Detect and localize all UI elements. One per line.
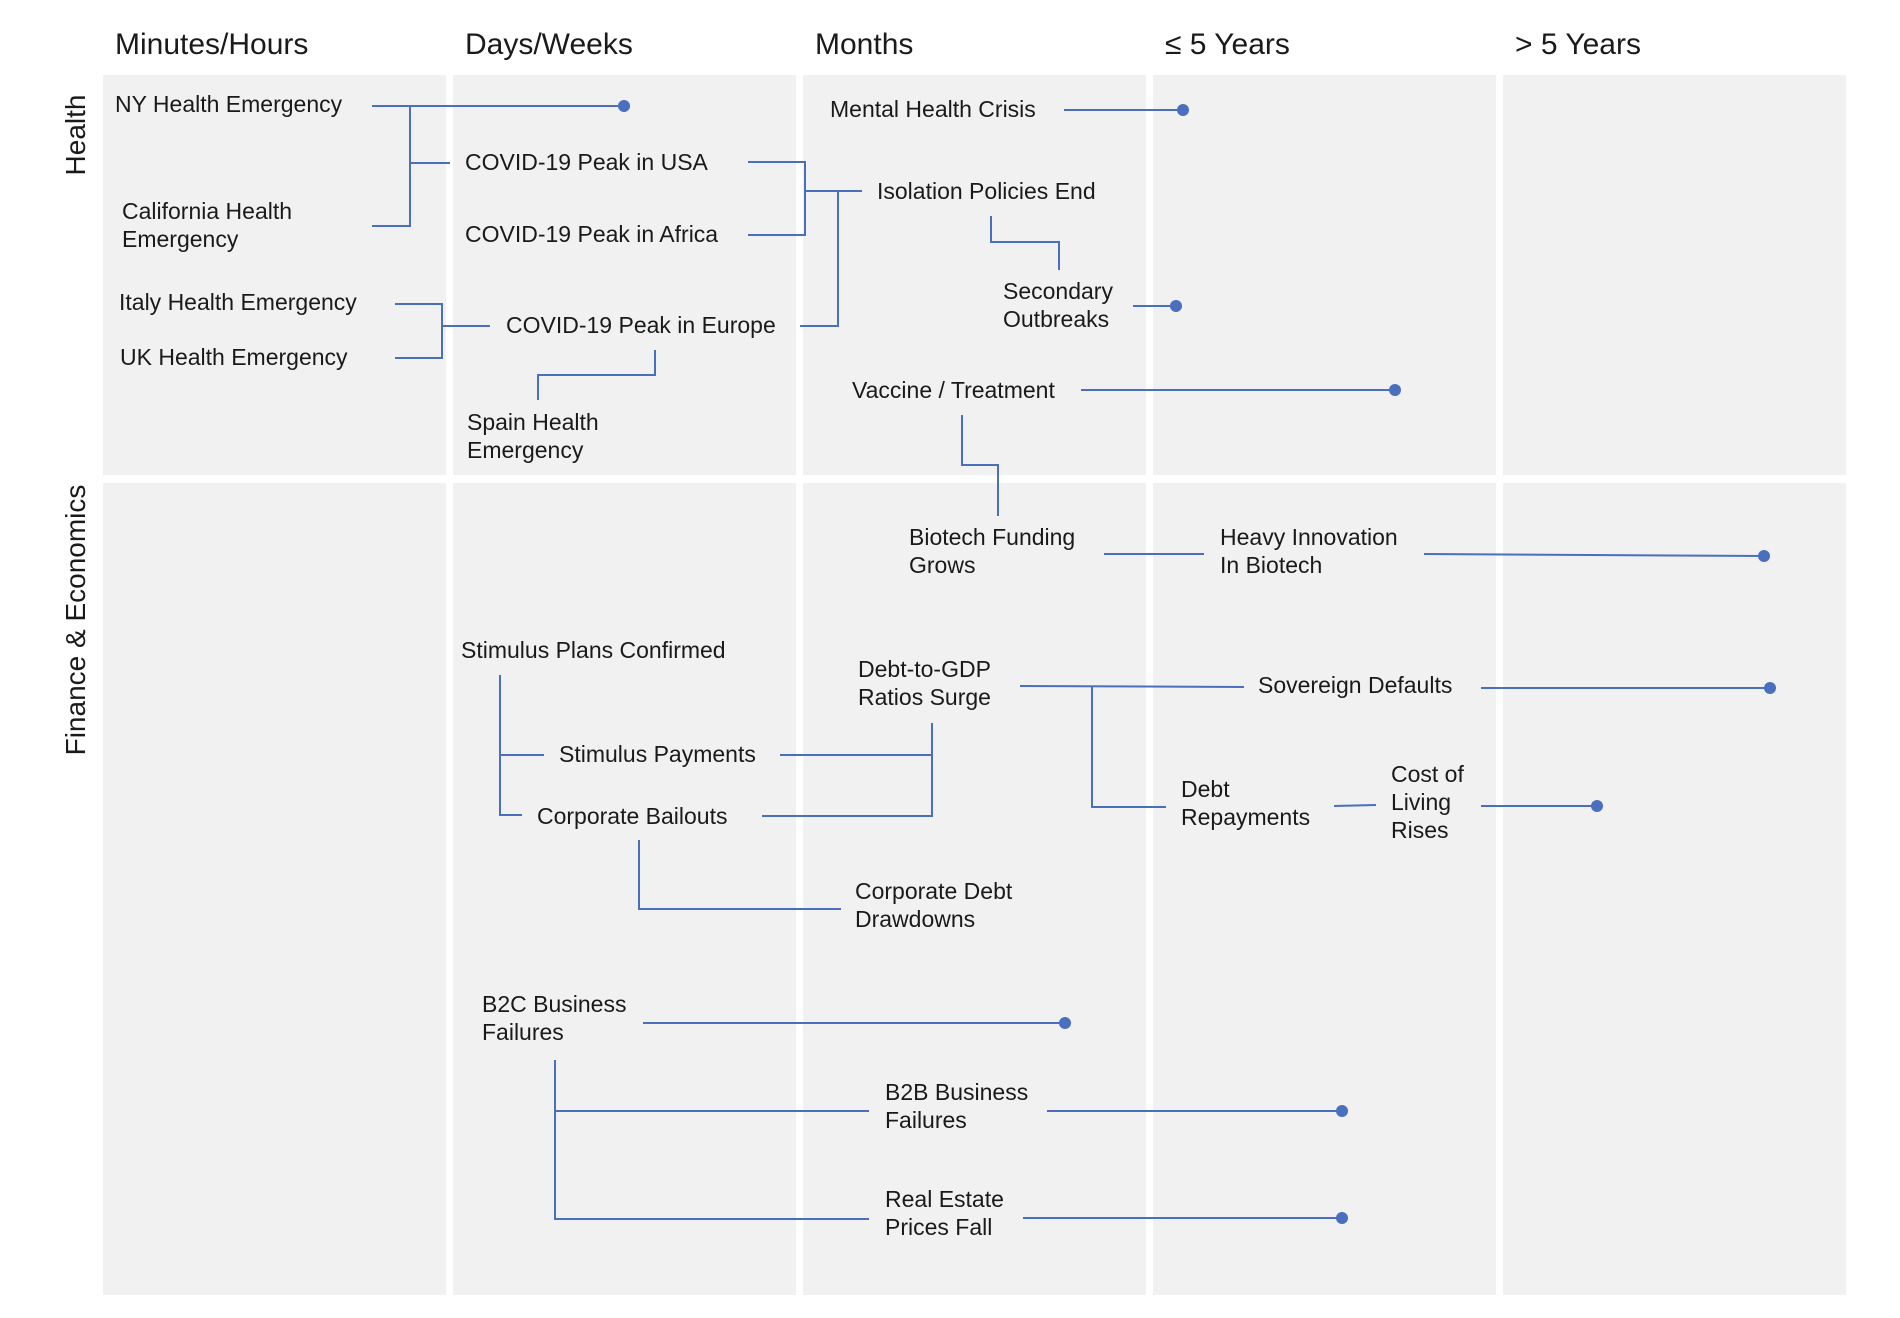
row-label-health: Health [60, 94, 91, 176]
column-header-5-years: ≤ 5 Years [1165, 28, 1290, 61]
grid-cell-health-minutes [103, 75, 446, 475]
node-debt-repayments: Debt Repayments [1181, 776, 1311, 830]
node-b2c-business-failures: B2C Business Failures [482, 991, 627, 1045]
node-b2b-business-failures: B2B Business Failures [885, 1079, 1029, 1133]
node-stimulus-payments: Stimulus Payments [559, 741, 756, 767]
grid-cell-finance-days [453, 483, 796, 1295]
node-ny-health-emergency: NY Health Emergency [115, 91, 343, 117]
column-header-over-5-years: > 5 Years [1515, 28, 1641, 61]
node-vaccine-treatment: Vaccine / Treatment [852, 377, 1055, 403]
row-label-finance-economics: Finance & Economics [60, 484, 91, 756]
column-header-months: Months [815, 28, 914, 61]
node-covid-peak-usa: COVID-19 Peak in USA [465, 149, 708, 175]
node-cost-of-living-rises: Cost of Living Rises [1391, 761, 1464, 843]
node-corporate-debt-drawdowns: Corporate Debt Drawdowns [855, 878, 1013, 932]
node-corporate-bailouts: Corporate Bailouts [537, 803, 728, 829]
grid-cell-finance-5years [1153, 483, 1496, 1295]
node-mental-health-crisis: Mental Health Crisis [830, 96, 1036, 122]
node-biotech-funding-grows: Biotech Funding Grows [909, 524, 1076, 578]
node-secondary-outbreaks: Secondary Outbreaks [1003, 278, 1113, 332]
node-spain-health-emergency: Spain Health Emergency [467, 409, 599, 463]
node-heavy-innovation-biotech: Heavy Innovation In Biotech [1220, 524, 1398, 578]
node-sovereign-defaults: Sovereign Defaults [1258, 672, 1453, 698]
grid-cell-finance-over5years [1503, 483, 1846, 1295]
node-covid-peak-europe: COVID-19 Peak in Europe [506, 312, 776, 338]
node-uk-health-emergency: UK Health Emergency [120, 344, 348, 370]
column-header-days-weeks: Days/Weeks [465, 28, 633, 61]
node-california-health-emergency: California Health Emergency [122, 198, 293, 252]
grid-cell-health-5years [1153, 75, 1496, 475]
grid-cell-health-days [453, 75, 796, 475]
grid-cell-health-over5years [1503, 75, 1846, 475]
node-debt-to-gdp-surge: Debt-to-GDP Ratios Surge [858, 656, 991, 710]
node-isolation-policies-end: Isolation Policies End [877, 178, 1096, 204]
grid-cell-finance-minutes [103, 483, 446, 1295]
grid-cell-health-months [803, 75, 1146, 475]
column-header-minutes-hours: Minutes/Hours [115, 28, 309, 61]
node-covid-peak-africa: COVID-19 Peak in Africa [465, 221, 719, 247]
node-stimulus-plans-confirmed: Stimulus Plans Confirmed [461, 637, 726, 663]
node-italy-health-emergency: Italy Health Emergency [119, 289, 357, 315]
node-real-estate-prices-fall: Real Estate Prices Fall [885, 1186, 1004, 1240]
